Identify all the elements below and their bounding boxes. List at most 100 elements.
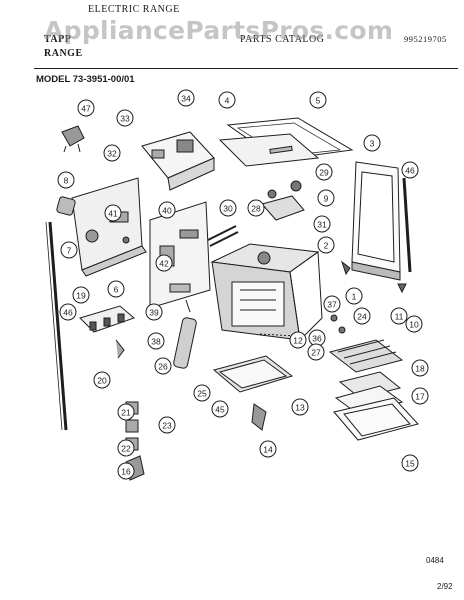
callout-21: 21 [117, 403, 135, 421]
callout-label: 21 [121, 408, 131, 418]
callout-circle [107, 280, 125, 298]
callout-circle [72, 286, 90, 304]
callout-circle [390, 307, 408, 325]
callout-circle [411, 359, 429, 377]
callout-20: 20 [93, 371, 111, 389]
callout-label: 3 [370, 139, 375, 149]
callout-14: 14 [259, 440, 277, 458]
callout-circle [158, 201, 176, 219]
part-element-26 [173, 299, 197, 369]
callout-label: 4 [225, 96, 230, 106]
callout-circle [57, 171, 75, 189]
callout-5: 5 [309, 91, 327, 109]
callout-circle [218, 91, 236, 109]
callout-label: 12 [293, 336, 303, 346]
callout-13: 13 [291, 398, 309, 416]
part-door-frame-3 [351, 161, 401, 281]
callout-label: 1 [352, 292, 357, 302]
callout-label: 37 [327, 300, 337, 310]
callout-circle [401, 454, 419, 472]
callout-label: 20 [97, 376, 107, 386]
callout-circle [117, 462, 135, 480]
callout-label: 14 [263, 445, 273, 455]
callout-circle [289, 331, 307, 349]
callout-1: 1 [345, 287, 363, 305]
callout-circle [317, 236, 335, 254]
callout-label: 30 [223, 204, 233, 214]
callout-circle [259, 440, 277, 458]
callout-circle [291, 398, 309, 416]
callout-3: 3 [363, 134, 381, 152]
part-knob-1 [341, 260, 407, 294]
callout-label: 32 [107, 149, 117, 159]
callout-label: 24 [357, 312, 367, 322]
callout-label: 17 [415, 392, 425, 402]
callout-circle [309, 91, 327, 109]
callout-47: 47 [77, 99, 95, 117]
callout-circle [353, 307, 371, 325]
callout-label: 42 [159, 259, 169, 269]
callout-45: 45 [211, 400, 229, 418]
callout-circle [60, 241, 78, 259]
callout-6: 6 [107, 280, 125, 298]
callout-circle [117, 403, 135, 421]
callout-9: 9 [317, 189, 335, 207]
callout-label: 13 [295, 403, 305, 413]
header-line1: ELECTRIC RANGE [88, 4, 180, 15]
callout-26: 26 [154, 357, 172, 375]
model-number: MODEL 73-3951-00/01 [36, 74, 135, 85]
part-cooktop-top [218, 133, 320, 167]
callout-25: 25 [193, 384, 211, 402]
callout-circle [147, 332, 165, 350]
part-probe-24 [259, 314, 346, 337]
callout-40: 40 [158, 201, 176, 219]
part-strip-8 [56, 196, 76, 216]
callout-label: 19 [76, 291, 86, 301]
callout-37: 37 [323, 295, 341, 313]
callout-2: 2 [317, 236, 335, 254]
callout-11: 11 [390, 307, 408, 325]
callout-circle [116, 109, 134, 127]
part-drawer-15 [333, 397, 419, 441]
callout-41: 41 [104, 204, 122, 222]
callout-circle [155, 254, 173, 272]
callout-circle [211, 400, 229, 418]
callout-label: 6 [114, 285, 119, 295]
callout-circle [154, 357, 172, 375]
callout-8: 8 [57, 171, 75, 189]
header-part-number: 995219705 [404, 34, 447, 44]
callout-circle [104, 204, 122, 222]
callout-label: 39 [149, 308, 159, 318]
callout-circle [315, 163, 333, 181]
callout-label: 41 [108, 209, 118, 219]
header-range: RANGE [44, 48, 83, 59]
callout-label: 16 [121, 467, 131, 477]
callout-label: 10 [409, 320, 419, 330]
part-vent-duct [141, 131, 215, 191]
callout-label: 25 [197, 389, 207, 399]
callout-label: 46 [405, 166, 415, 176]
callout-circle [177, 89, 195, 107]
callout-label: 34 [181, 94, 191, 104]
callout-label: 8 [64, 176, 69, 186]
callout-label: 36 [312, 334, 322, 344]
callout-38: 38 [147, 332, 165, 350]
callout-circle [345, 287, 363, 305]
callout-32: 32 [103, 144, 121, 162]
part-side-strip-46-left [45, 221, 68, 431]
callout-label: 11 [395, 312, 404, 322]
part-rack-10 [328, 339, 404, 373]
callout-24: 24 [353, 307, 371, 325]
callout-circle [158, 416, 176, 434]
callout-circle [313, 215, 331, 233]
callout-label: 5 [316, 96, 321, 106]
callout-label: 33 [120, 114, 130, 124]
header-catalog: PARTS CATALOG [240, 34, 325, 45]
callout-circle [193, 384, 211, 402]
callout-label: 29 [319, 168, 329, 178]
callout-label: 7 [67, 246, 72, 256]
callout-29: 29 [315, 163, 333, 181]
callout-label: 40 [162, 206, 172, 216]
